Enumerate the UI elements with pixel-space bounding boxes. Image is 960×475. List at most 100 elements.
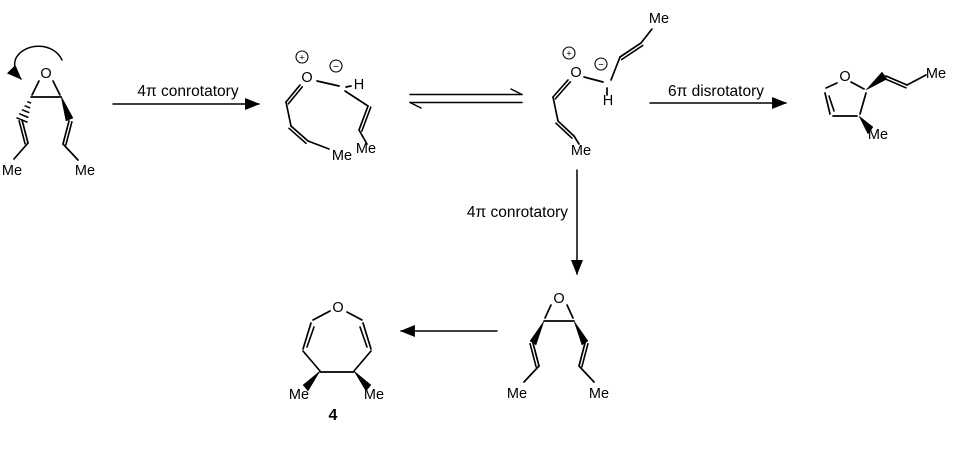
methyl-label: Me	[332, 148, 352, 164]
double-bond-line	[555, 122, 573, 139]
double-bond-line	[620, 44, 644, 61]
bond	[62, 143, 79, 161]
minus-charge-label: −	[598, 60, 604, 71]
bond	[640, 28, 653, 44]
bond	[906, 74, 927, 86]
reaction-arrow-4pi-top: 4π conrotatory	[112, 83, 261, 110]
oxygen-label: O	[332, 300, 343, 316]
double-bond-line	[62, 120, 70, 145]
oxygen-label: O	[570, 65, 581, 81]
double-bond-line	[828, 95, 835, 112]
methyl-label: Me	[507, 386, 527, 402]
harpoon-right-barb	[510, 88, 523, 96]
bond	[544, 304, 552, 319]
double-bond-line	[619, 42, 642, 58]
double-bond-line	[554, 81, 572, 100]
bond	[573, 135, 580, 145]
double-bond-line	[290, 125, 309, 142]
compound-number-label: 4	[329, 407, 338, 424]
double-bond-line	[824, 92, 831, 115]
wedge-bond	[60, 95, 74, 122]
equilibrium-arrows	[409, 88, 523, 109]
double-bond-line	[288, 127, 307, 145]
double-bond-line	[285, 84, 301, 103]
double-bond-line	[578, 342, 586, 367]
bond	[523, 365, 540, 383]
bonds	[302, 310, 372, 392]
bond	[52, 80, 61, 96]
molecule-carbonyl-ylide-2: + − O H Me Me	[552, 11, 669, 159]
hash-bond-mark	[27, 100, 32, 104]
bond	[353, 350, 372, 372]
molecule-dihydrooxepine-product: O Me Me 4	[289, 300, 384, 424]
wedge-bond	[353, 370, 372, 392]
reaction-arrow-6pi: 6π disrotatory	[649, 83, 788, 109]
double-bond-line	[21, 119, 29, 144]
bond	[346, 311, 363, 321]
hydrogen-label: H	[354, 77, 364, 93]
methyl-label: Me	[589, 386, 609, 402]
bond	[610, 56, 621, 81]
molecule-cis-divinyl-epoxide: O Me Me	[507, 291, 609, 402]
bond	[358, 129, 368, 145]
oxygen-label: O	[553, 291, 564, 307]
bonds	[824, 71, 927, 135]
electron-pushing-arrow	[6, 45, 63, 80]
reaction-step-label: 6π disrotatory	[668, 83, 764, 100]
methyl-label: Me	[2, 163, 22, 179]
double-bond-line	[884, 78, 907, 89]
plus-charge-icon	[562, 46, 576, 60]
oxygen-label: O	[301, 70, 312, 86]
bonds	[285, 80, 372, 150]
double-bond-line	[552, 79, 569, 98]
methyl-label: Me	[289, 387, 309, 403]
oxygen-label: O	[839, 69, 850, 85]
wedge-bond	[865, 71, 888, 91]
oxygen-label: O	[40, 66, 51, 82]
bond	[312, 310, 331, 321]
double-bond-line	[529, 342, 537, 368]
bond	[825, 82, 838, 89]
double-bond-line	[885, 75, 908, 86]
double-bond-line	[532, 342, 540, 367]
reaction-arrow-4pi-down: 4π conrotatory	[467, 169, 583, 276]
bond	[859, 92, 867, 115]
bond	[850, 81, 865, 90]
bond	[566, 304, 574, 319]
methyl-label: Me	[571, 143, 591, 159]
molecule-dihydrofuran-product: O Me Me	[824, 66, 946, 143]
methyl-label: Me	[75, 163, 95, 179]
bond	[285, 101, 292, 127]
double-bond-line	[557, 120, 575, 137]
bonds	[552, 28, 653, 145]
hash-bond-mark	[21, 109, 30, 114]
double-bond-line	[302, 322, 312, 350]
double-bond-line	[287, 86, 304, 105]
bond	[13, 142, 29, 160]
bond	[583, 76, 604, 83]
double-bond-line	[359, 326, 368, 348]
reaction-step-label: 4π conrotatory	[467, 204, 568, 221]
hash-bond-mark	[24, 105, 31, 109]
methyl-label: Me	[926, 66, 946, 82]
reaction-step-label: 4π conrotatory	[137, 83, 238, 100]
bond	[578, 365, 595, 383]
methyl-label: Me	[364, 387, 384, 403]
minus-charge-icon	[594, 57, 608, 71]
methyl-label: Me	[356, 141, 376, 157]
double-bond-line	[362, 322, 372, 350]
bond	[302, 350, 321, 372]
plus-charge-icon	[295, 50, 309, 64]
harpoon-left-barb	[409, 101, 422, 109]
minus-charge-icon	[329, 59, 343, 73]
molecule-divinyl-epoxide-start: O Me Me	[2, 45, 95, 179]
hydrogen-label: H	[603, 93, 613, 109]
double-bond-line	[581, 342, 589, 368]
bond	[31, 80, 40, 96]
bond	[316, 80, 340, 87]
methyl-label: Me	[868, 127, 888, 143]
bond	[344, 90, 369, 107]
wedge-bond	[858, 115, 874, 135]
